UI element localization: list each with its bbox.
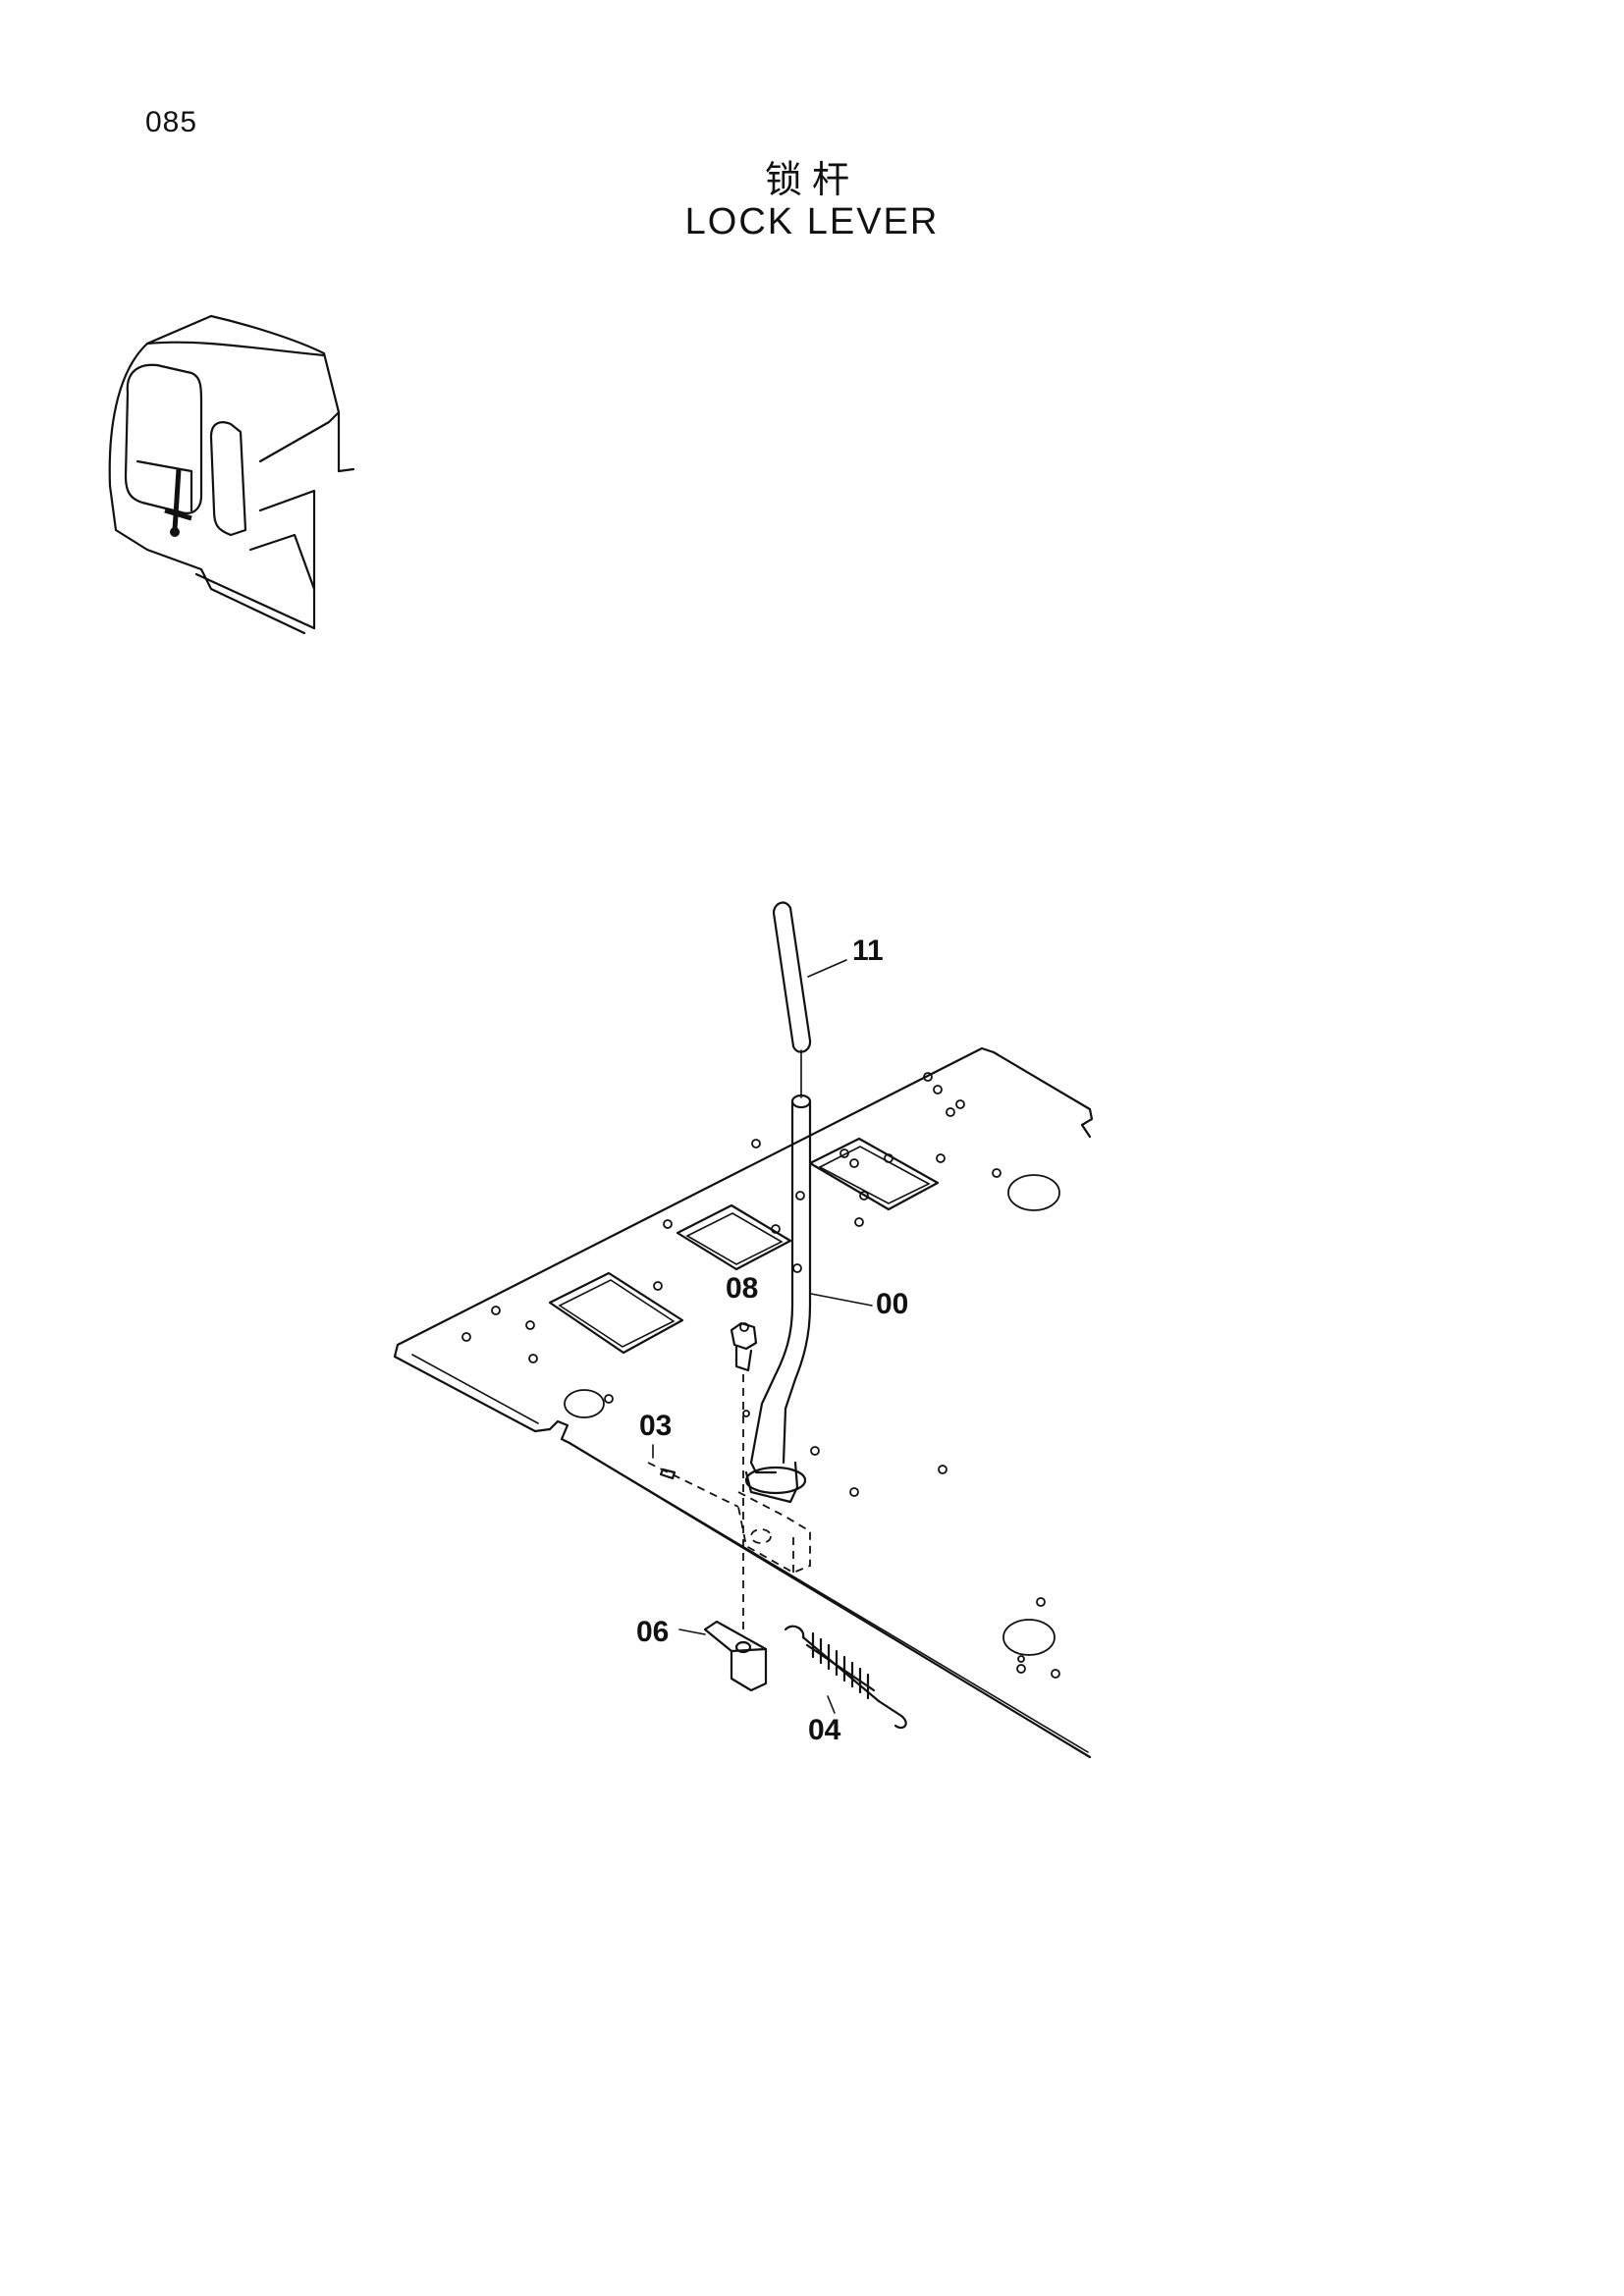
callout-08: 08 (726, 1272, 758, 1305)
page-number: 085 (145, 106, 198, 138)
callout-04: 04 (808, 1714, 841, 1746)
page-title-chinese: 锁杆 (764, 158, 859, 201)
floor-holes (461, 1072, 1060, 1679)
part-06-plate (703, 1620, 768, 1692)
cab-lock-lever-highlight (164, 468, 192, 537)
part-03-pin (652, 1444, 677, 1480)
floor-cutout-middle (676, 1203, 792, 1271)
callout-11: 11 (852, 934, 884, 967)
part-04-spring (784, 1625, 907, 1730)
floor-cutout-right (808, 1137, 940, 1211)
part-00-lever (744, 1094, 812, 1504)
page-title-english: LOCK LEVER (684, 201, 940, 242)
callout-00: 00 (876, 1288, 908, 1320)
cab-outline (108, 314, 355, 635)
floor-plate (393, 1046, 1094, 1759)
part-11-grip (772, 901, 812, 1098)
part-08-bolt (730, 1321, 758, 1629)
callout-03: 03 (639, 1410, 672, 1442)
floor-cutout-left (548, 1271, 684, 1355)
callout-leaders (678, 959, 873, 1714)
callout-06: 06 (636, 1616, 669, 1648)
